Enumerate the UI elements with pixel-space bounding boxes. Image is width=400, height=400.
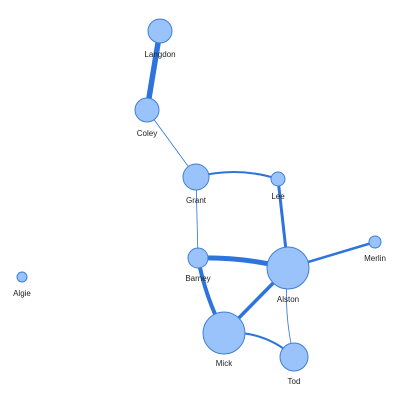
node-circle-grant[interactable] [182, 163, 210, 191]
node-alston[interactable]: Alston [266, 246, 310, 304]
node-label-tod: Tod [288, 377, 301, 386]
node-circle-tod[interactable] [279, 342, 309, 372]
node-label-lee: Lee [271, 192, 285, 201]
node-label-merlin: Merlin [364, 254, 386, 263]
node-tod[interactable]: Tod [279, 342, 309, 386]
node-label-algie: Algie [13, 289, 31, 298]
node-circle-merlin[interactable] [368, 235, 382, 249]
node-label-alston: Alston [277, 295, 299, 304]
node-algie[interactable]: Algie [13, 271, 31, 298]
node-circle-mick[interactable] [202, 311, 246, 355]
node-circle-algie[interactable] [16, 271, 28, 283]
node-label-grant: Grant [186, 196, 207, 205]
node-circle-barney[interactable] [187, 247, 209, 269]
node-circle-alston[interactable] [266, 246, 310, 290]
node-coley[interactable]: Coley [134, 97, 160, 138]
node-grant[interactable]: Grant [182, 163, 210, 205]
node-label-coley: Coley [137, 129, 157, 138]
node-barney[interactable]: Barney [185, 247, 211, 283]
edges-layer [144, 28, 377, 358]
node-circle-langdon[interactable] [147, 18, 173, 44]
node-merlin[interactable]: Merlin [364, 235, 386, 263]
node-lee[interactable]: Lee [270, 171, 286, 201]
node-circle-coley[interactable] [134, 97, 160, 123]
node-langdon[interactable]: Langdon [144, 18, 176, 59]
node-label-langdon: Langdon [144, 50, 175, 59]
node-label-mick: Mick [216, 359, 233, 368]
node-mick[interactable]: Mick [202, 311, 246, 368]
node-label-barney: Barney [185, 274, 210, 283]
node-circle-lee[interactable] [270, 171, 286, 187]
